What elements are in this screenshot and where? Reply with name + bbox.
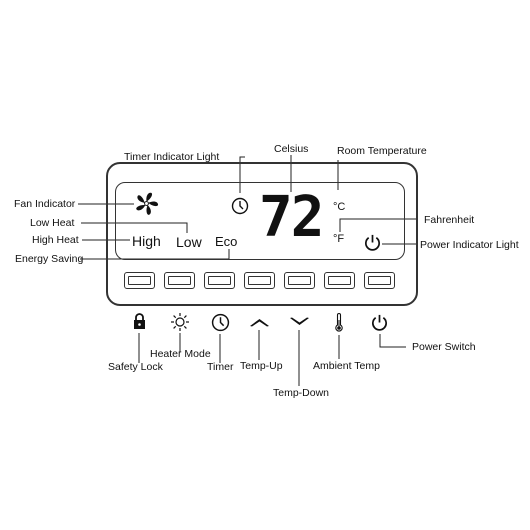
high-indicator: High	[132, 233, 161, 249]
label-ambient-temp: Ambient Temp	[313, 360, 380, 372]
eco-indicator: Eco	[215, 234, 238, 249]
timer-indicator-clock-icon	[231, 197, 249, 215]
button-5[interactable]	[284, 272, 315, 289]
button-2[interactable]	[164, 272, 195, 289]
label-timer: Timer	[207, 361, 234, 373]
label-power-switch: Power Switch	[412, 341, 476, 353]
label-fahrenheit: Fahrenheit	[424, 214, 475, 226]
label-temp-up: Temp-Up	[240, 360, 283, 372]
label-power-indicator-light: Power Indicator Light	[420, 239, 519, 251]
label-energy-saving: Energy Saving	[15, 253, 84, 265]
button-6[interactable]	[324, 272, 355, 289]
celsius-unit: °C	[333, 201, 346, 213]
button-1[interactable]	[124, 272, 155, 289]
lcd-display	[115, 182, 405, 260]
label-safety-lock: Safety Lock	[108, 361, 163, 373]
button-3[interactable]	[204, 272, 235, 289]
chevron-down-icon	[290, 317, 309, 325]
low-indicator: Low	[176, 234, 202, 250]
control-panel	[106, 162, 418, 306]
label-high-heat: High Heat	[32, 234, 79, 246]
label-temp-down: Temp-Down	[273, 387, 330, 399]
label-celsius: Celsius	[274, 143, 309, 155]
timer-clock-icon	[211, 313, 230, 332]
power-switch-icon	[372, 314, 387, 331]
button-4[interactable]	[244, 272, 275, 289]
power-indicator-icon	[365, 234, 380, 251]
label-heater-mode: Heater Mode	[150, 348, 211, 360]
label-room-temperature: Room Temperature	[337, 145, 427, 157]
chevron-up-icon	[250, 319, 269, 327]
label-timer-indicator-light: Timer Indicator Light	[124, 151, 220, 163]
sun-icon	[171, 313, 189, 331]
label-low-heat: Low Heat	[30, 217, 75, 229]
fahrenheit-unit: °F	[333, 233, 345, 245]
button-7[interactable]	[364, 272, 395, 289]
label-fan-indicator: Fan Indicator	[14, 198, 76, 210]
lock-icon	[134, 313, 145, 329]
fan-icon	[136, 192, 159, 215]
thermometer-icon	[335, 313, 343, 332]
temperature-display: 72	[259, 185, 324, 250]
